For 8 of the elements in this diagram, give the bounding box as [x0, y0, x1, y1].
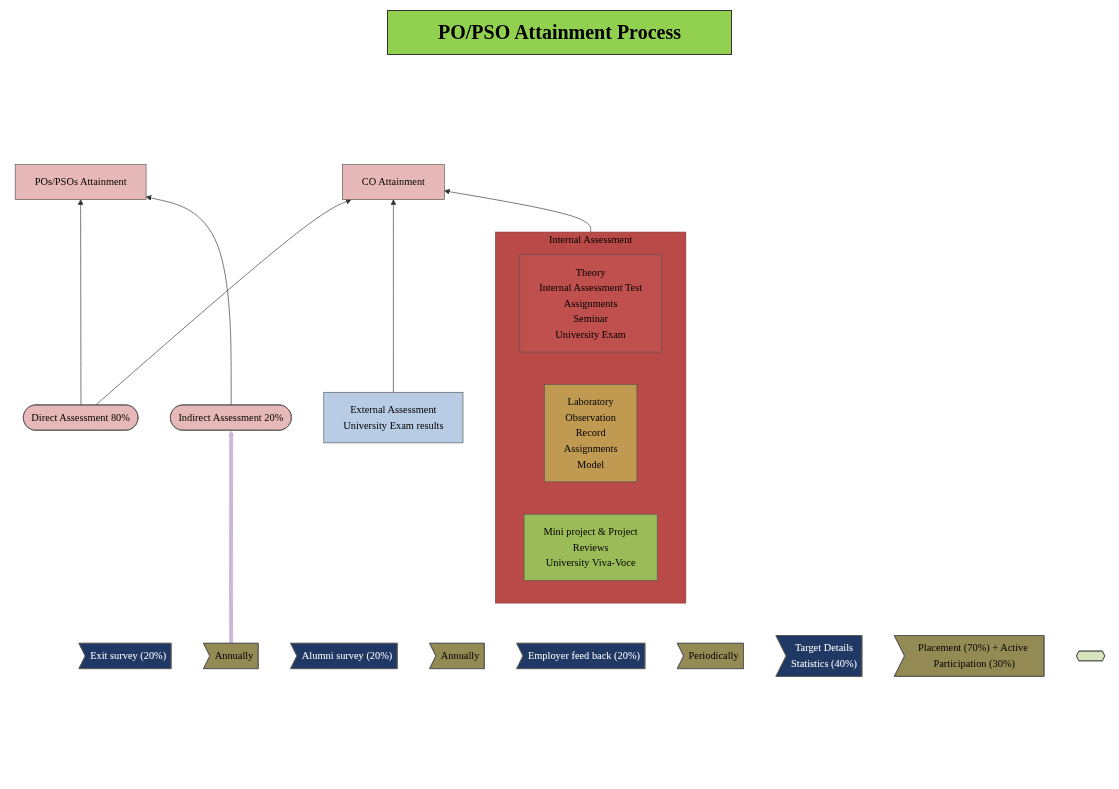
node-box: External Assessment University Exam results [322, 391, 463, 443]
node-box: Mini project & Project Reviews University Viva-Voce [523, 513, 658, 581]
node-box: Laboratory Observation Record Assignments Model [543, 383, 637, 482]
node-box: POs/PSOs Attainment [14, 163, 146, 200]
node-box: Theory Internal Assessment Test Assignments Seminar University Exam [518, 253, 662, 352]
arrow [227, 429, 234, 644]
node-box: CO Attainment [341, 163, 445, 200]
title-box: PO/PSO Attainment Process [387, 10, 732, 55]
